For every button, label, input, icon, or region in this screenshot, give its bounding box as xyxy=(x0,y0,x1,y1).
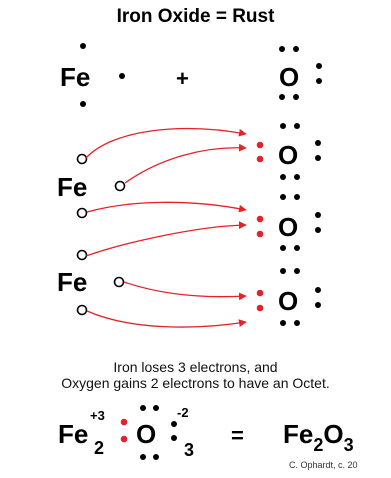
transfer-arrow xyxy=(85,127,247,159)
formula-o-electron xyxy=(140,454,146,460)
formula-product: Fe2O3 xyxy=(283,419,354,455)
formula-o-electron xyxy=(140,405,146,411)
o-electron xyxy=(280,268,286,274)
o-electron xyxy=(280,320,286,326)
formula-o-subscript: 3 xyxy=(184,440,194,460)
formula-o-electron xyxy=(171,435,177,441)
top-o-electron xyxy=(279,46,285,52)
o-electron xyxy=(315,212,321,218)
product-fe-sub: 2 xyxy=(313,435,323,455)
page-title: Iron Oxide = Rust xyxy=(116,6,275,27)
top-o-electron xyxy=(279,94,285,100)
o-symbol: O xyxy=(278,286,298,316)
o-electron xyxy=(294,245,300,251)
transfer-arrow xyxy=(123,281,247,301)
formula-fe-subscript: 2 xyxy=(94,438,104,458)
caption-line-1: Iron loses 3 electrons, and xyxy=(113,359,278,375)
o-gained-electron xyxy=(256,230,264,238)
transfer-arrow xyxy=(85,221,247,257)
fe-symbol: Fe xyxy=(57,267,87,297)
top-equation: Fe + O xyxy=(60,43,322,107)
o-electron xyxy=(315,287,321,293)
top-o-symbol: O xyxy=(279,62,299,92)
o-electron xyxy=(280,194,286,200)
caption-line-2: Oxygen gains 2 electrons to have an Octe… xyxy=(61,375,330,391)
top-o-electron xyxy=(316,63,322,69)
oxygen-atom-2: O xyxy=(256,194,321,251)
product-o-sub: 3 xyxy=(344,435,354,455)
formula-fe: Fe xyxy=(58,419,88,449)
product-fe: Fe xyxy=(283,419,313,449)
formula-o-electron xyxy=(153,454,159,460)
product-o: O xyxy=(323,419,343,449)
formula-equation: Fe +3 2 O -2 3 = Fe2O3 xyxy=(58,405,354,460)
o-gained-electron xyxy=(256,155,264,163)
formula-fe-charge: +3 xyxy=(90,408,105,423)
top-o-electron xyxy=(316,78,322,84)
transfer-arrow xyxy=(124,143,247,184)
o-electron xyxy=(294,268,300,274)
o-electron xyxy=(294,320,300,326)
formula-o-charge: -2 xyxy=(177,405,189,420)
formula-equals: = xyxy=(231,423,244,448)
fe-open-electron xyxy=(76,249,88,261)
o-electron xyxy=(315,302,321,308)
formula-o-electron xyxy=(153,405,159,411)
plus-sign: + xyxy=(176,66,189,91)
o-electron xyxy=(280,245,286,251)
formula-red-electron xyxy=(120,418,128,426)
iron-atom-2: Fe xyxy=(57,249,125,316)
top-fe-symbol: Fe xyxy=(60,62,90,92)
oxygen-atom-1: O xyxy=(256,123,321,180)
formula-o-electron xyxy=(171,421,177,427)
o-gained-electron xyxy=(256,304,264,312)
o-electron xyxy=(280,123,286,129)
top-fe-electron xyxy=(119,73,125,79)
fe-open-electron xyxy=(114,180,126,192)
top-o-electron xyxy=(293,46,299,52)
transfer-arrow xyxy=(86,310,247,328)
o-electron xyxy=(315,155,321,161)
o-electron xyxy=(315,227,321,233)
o-symbol: O xyxy=(278,140,298,170)
o-electron xyxy=(315,140,321,146)
fe-open-electron xyxy=(76,153,88,165)
o-gained-electron xyxy=(256,141,264,149)
fe-open-electron xyxy=(76,207,88,219)
iron-atom-1: Fe xyxy=(57,153,126,219)
o-electron xyxy=(294,123,300,129)
o-electron xyxy=(294,194,300,200)
formula-red-electron xyxy=(120,435,128,443)
o-gained-electron xyxy=(256,215,264,223)
electron-transfer-arrows xyxy=(85,127,247,328)
o-electron xyxy=(294,174,300,180)
top-fe-electron xyxy=(80,43,86,49)
o-gained-electron xyxy=(256,289,264,297)
fe-open-electron xyxy=(113,276,125,288)
o-symbol: O xyxy=(278,212,298,242)
credit-text: C. Ophardt, c. 20 xyxy=(289,460,358,470)
formula-o: O xyxy=(136,419,156,449)
oxygen-atom-3: O xyxy=(256,268,321,326)
fe-open-electron xyxy=(76,304,88,316)
top-o-electron xyxy=(293,94,299,100)
o-electron xyxy=(280,174,286,180)
transfer-arrow xyxy=(86,201,247,213)
top-fe-electron xyxy=(80,101,86,107)
fe-symbol: Fe xyxy=(57,172,87,202)
